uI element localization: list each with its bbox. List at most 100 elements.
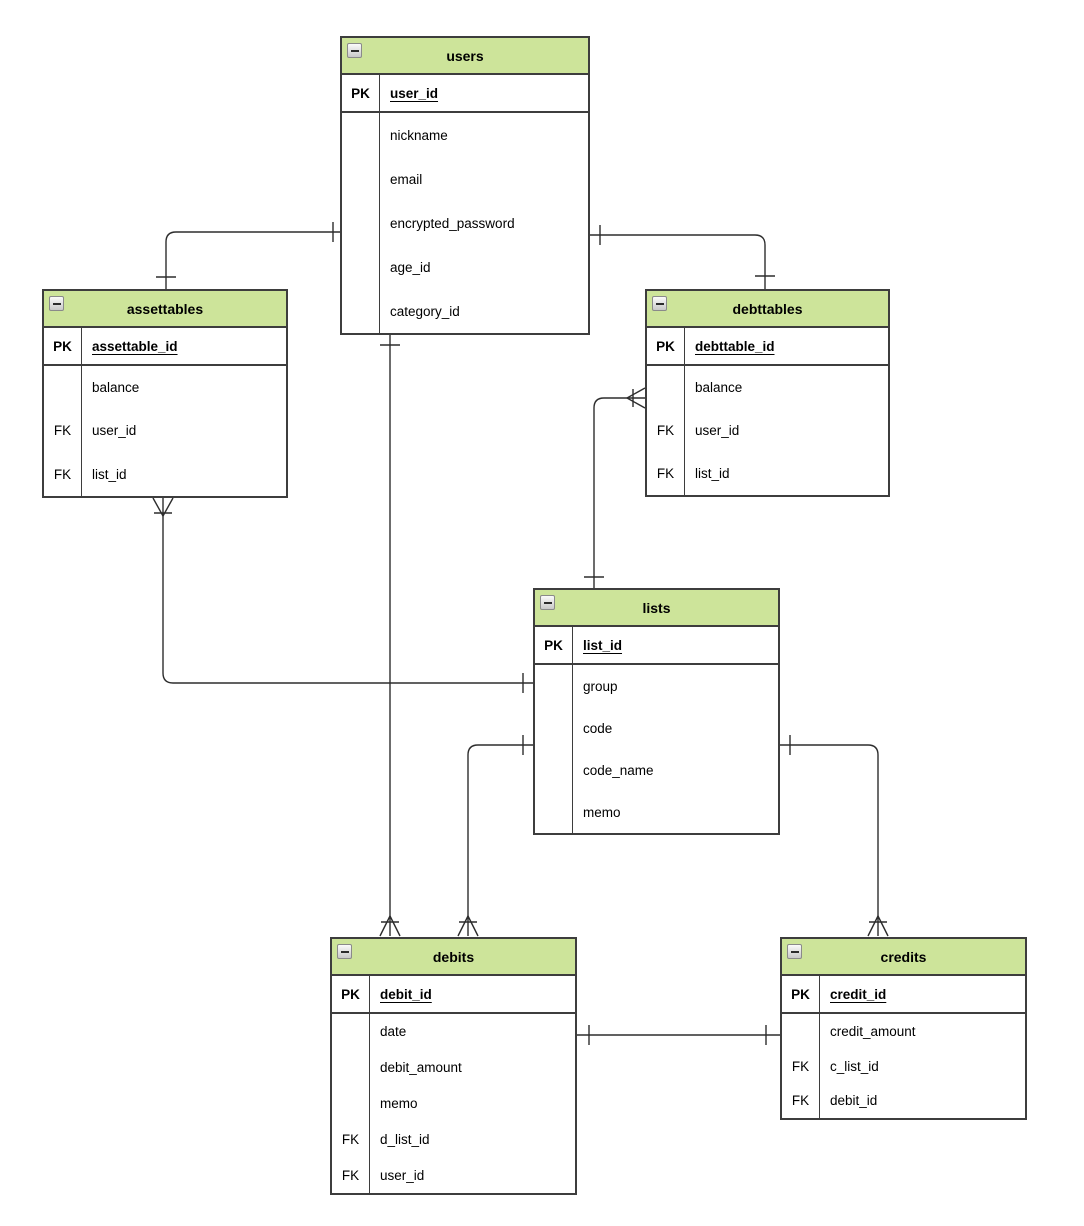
- attribute-row[interactable]: credit_amount: [782, 1014, 1025, 1049]
- field-name: group: [583, 678, 618, 694]
- entity-body: balance FK user_id FK list_id: [647, 366, 888, 495]
- pk-row[interactable]: PK debttable_id: [647, 328, 888, 366]
- attribute-row[interactable]: category_id: [342, 289, 588, 333]
- field-name: balance: [695, 380, 743, 395]
- key-label: FK: [782, 1048, 820, 1084]
- edge-lists-credits[interactable]: [780, 735, 889, 937]
- pk-row[interactable]: PK credit_id: [782, 976, 1025, 1014]
- key-label: [342, 157, 380, 201]
- crow-foot: [867, 915, 889, 937]
- collapse-icon[interactable]: [337, 944, 352, 959]
- entity-body: nickname email encrypted_password age_id…: [342, 113, 588, 333]
- entity-header[interactable]: assettables: [44, 291, 286, 328]
- entity-assettables[interactable]: assettables PK assettable_id balance FK …: [42, 289, 288, 498]
- attribute-row[interactable]: FK d_list_id: [332, 1121, 575, 1158]
- attribute-row[interactable]: date: [332, 1014, 575, 1050]
- minus-glyph: [52, 302, 61, 305]
- attribute-row[interactable]: FK user_id: [647, 409, 888, 452]
- attribute-row[interactable]: code_name: [535, 749, 778, 791]
- pk-field: assettable_id: [92, 338, 178, 354]
- attribute-row[interactable]: FK c_list_id: [782, 1048, 1025, 1084]
- edge-line: [165, 231, 340, 289]
- pk-row[interactable]: PK user_id: [342, 75, 588, 113]
- attribute-row[interactable]: FK user_id: [44, 409, 286, 453]
- attribute-row[interactable]: encrypted_password: [342, 201, 588, 245]
- edge-lists-debttables[interactable]: [584, 387, 646, 588]
- attribute-row[interactable]: balance: [44, 366, 286, 410]
- attribute-row[interactable]: code: [535, 707, 778, 749]
- key-label: FK: [44, 452, 82, 496]
- minus-glyph: [340, 950, 349, 953]
- pk-row[interactable]: PK debit_id: [332, 976, 575, 1014]
- entity-title: users: [446, 47, 484, 64]
- edge-users-assettables[interactable]: [156, 222, 340, 289]
- key-label: [535, 791, 573, 833]
- pk-row[interactable]: PK list_id: [535, 627, 778, 665]
- attribute-row[interactable]: memo: [332, 1085, 575, 1122]
- entity-lists[interactable]: lists PK list_id group code code_name me…: [533, 588, 780, 835]
- attribute-row[interactable]: group: [535, 665, 778, 707]
- key-label: PK: [44, 328, 82, 364]
- field-name: date: [380, 1024, 407, 1040]
- field-name: nickname: [390, 127, 448, 143]
- collapse-icon[interactable]: [347, 43, 362, 58]
- field-name: d_list_id: [380, 1131, 430, 1147]
- edge-assettables-lists[interactable]: [152, 497, 533, 693]
- entity-debttables[interactable]: debttables PK debttable_id balance FK us…: [645, 289, 890, 497]
- attribute-row[interactable]: FK list_id: [44, 452, 286, 496]
- entity-debits[interactable]: debits PK debit_id date debit_amount mem…: [330, 937, 577, 1195]
- attribute-row[interactable]: debit_amount: [332, 1049, 575, 1086]
- key-label: FK: [647, 409, 685, 452]
- attribute-row[interactable]: FK debit_id: [782, 1083, 1025, 1119]
- edge-users-debttables[interactable]: [590, 225, 775, 289]
- attribute-row[interactable]: FK user_id: [332, 1157, 575, 1193]
- collapse-icon[interactable]: [787, 944, 802, 959]
- key-label: [332, 1049, 370, 1086]
- field-name: c_list_id: [830, 1058, 879, 1074]
- pk-field: user_id: [390, 85, 439, 101]
- edge-line: [162, 498, 533, 684]
- entity-title: assettables: [126, 300, 204, 317]
- key-label: [535, 707, 573, 749]
- key-label: PK: [332, 976, 370, 1012]
- key-label: [342, 201, 380, 245]
- key-label: FK: [332, 1157, 370, 1193]
- attribute-row[interactable]: age_id: [342, 245, 588, 289]
- key-label: [647, 366, 685, 409]
- collapse-icon[interactable]: [49, 296, 64, 311]
- entity-title: credits: [880, 948, 927, 965]
- field-name: list_id: [92, 466, 127, 482]
- field-name: list_id: [695, 466, 730, 481]
- entity-header[interactable]: users: [342, 38, 588, 75]
- entity-header[interactable]: debits: [332, 939, 575, 976]
- collapse-icon[interactable]: [652, 296, 667, 311]
- edge-users-debits[interactable]: [379, 335, 401, 937]
- edge-line: [780, 744, 879, 936]
- attribute-row[interactable]: email: [342, 157, 588, 201]
- entity-header[interactable]: lists: [535, 590, 778, 627]
- field-name: encrypted_password: [390, 215, 515, 231]
- key-label: FK: [782, 1083, 820, 1119]
- entity-header[interactable]: debttables: [647, 291, 888, 328]
- field-name: user_id: [695, 423, 740, 438]
- crow-foot: [379, 915, 401, 937]
- edge-lists-debits[interactable]: [457, 735, 533, 937]
- pk-row[interactable]: PK assettable_id: [44, 328, 286, 366]
- field-name: user_id: [92, 423, 137, 439]
- attribute-row[interactable]: nickname: [342, 113, 588, 157]
- key-label: PK: [535, 627, 573, 663]
- entity-header[interactable]: credits: [782, 939, 1025, 976]
- edge-debits-credits[interactable]: [577, 1025, 780, 1045]
- edge-line: [590, 234, 766, 289]
- attribute-row[interactable]: balance: [647, 366, 888, 409]
- key-label: [782, 1014, 820, 1049]
- entity-title: debits: [432, 948, 475, 965]
- entity-credits[interactable]: credits PK credit_id credit_amount FK c_…: [780, 937, 1027, 1120]
- field-name: code_name: [583, 762, 654, 778]
- attribute-row[interactable]: FK list_id: [647, 452, 888, 495]
- minus-glyph: [790, 950, 799, 953]
- attribute-row[interactable]: memo: [535, 791, 778, 833]
- entity-users[interactable]: users PK user_id nickname email encrypte…: [340, 36, 590, 335]
- collapse-icon[interactable]: [540, 595, 555, 610]
